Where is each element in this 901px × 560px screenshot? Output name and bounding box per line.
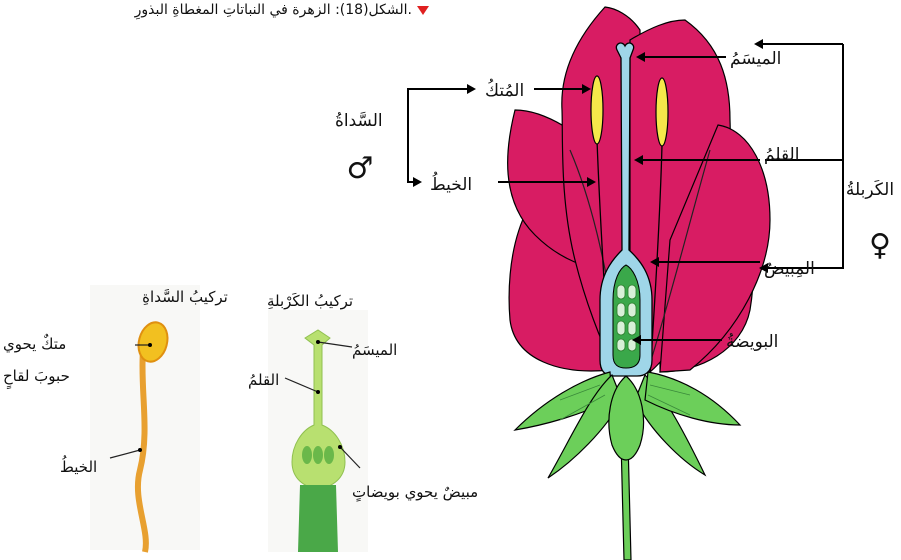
label-stamen-group: السَّداةُ	[335, 111, 383, 131]
stamen-inset: تركيبُ السَّداةِ متكٌ يحوي حبوبَ لقاحٍ ا…	[3, 285, 228, 552]
stamen-inset-anther-line1: متكٌ يحوي	[3, 334, 66, 354]
label-stigma: الميسَمُ	[730, 49, 781, 69]
stamen-inset-filament-label: الخيطُ	[60, 456, 97, 476]
carpel-inset-style: القلمُ	[248, 371, 279, 389]
carpel-inset-ovules	[302, 446, 334, 464]
anther-right	[656, 78, 668, 146]
carpel-inset-stigma: الميسَمُ	[352, 341, 397, 359]
label-anther: المُتكُ	[485, 79, 524, 101]
carpel-inset: تركيبُ الكَرْبلةِ الميسَمُ القلمُ مبيضٌ …	[248, 292, 478, 552]
carpel-inset-title: تركيبُ الكَرْبلةِ	[267, 292, 353, 310]
label-carpel-group: الكَربلةُ	[846, 179, 894, 200]
stamen-inset-anther-line2: حبوبَ لقاحٍ	[3, 367, 70, 389]
ovary-inner	[613, 265, 640, 368]
label-style: القلمُ	[764, 145, 799, 165]
carpel-inset-receptacle	[298, 485, 338, 552]
label-filament: الخيطُ	[430, 171, 472, 195]
carpel-inset-ovary: مبيضٌ يحوي بويضاتٍ	[352, 483, 478, 502]
label-ovary: المِبيضُ	[764, 259, 815, 279]
anther-left	[591, 76, 603, 144]
male-symbol-icon: ♂	[347, 151, 374, 186]
caption-marker-icon	[417, 6, 429, 15]
stamen-inset-title: تركيبُ السَّداةِ	[142, 288, 228, 306]
female-symbol-icon: ♀	[869, 228, 891, 263]
label-ovule: البويضةُ	[726, 332, 778, 352]
figure-caption: الشكل(18): الزهرة في النباتاتِ المغطاةِ …	[134, 2, 412, 19]
